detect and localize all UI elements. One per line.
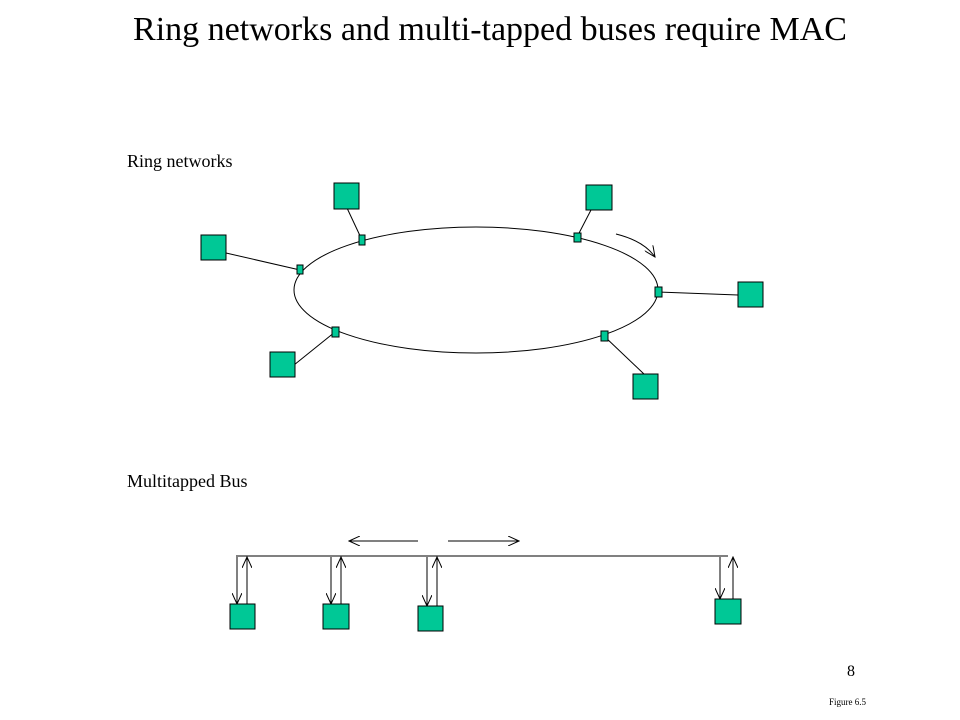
ring-direction-arrow (615, 233, 655, 257)
ring-tap-6 (331, 326, 340, 338)
multitapped-bus-label: Multitapped Bus (127, 471, 248, 491)
ring-tap-1 (296, 264, 304, 275)
bus-station-1 (229, 603, 256, 630)
bus-station-4 (714, 598, 742, 625)
ring-link-1 (225, 252, 301, 271)
ring-station-3 (585, 184, 613, 211)
bus-station-3 (417, 605, 444, 632)
bus-stations (229, 598, 742, 632)
ring-link-6 (293, 331, 336, 366)
ring-networks-label: Ring networks (127, 151, 233, 171)
bus-tx-rx-arrows (237, 557, 733, 606)
ring-tap-3 (573, 232, 582, 243)
ring-taps (296, 232, 663, 342)
page-number: 8 (847, 663, 855, 680)
ring-link-5 (603, 335, 646, 376)
multitapped-bus (229, 541, 742, 632)
ring-station-1 (200, 234, 227, 261)
ring-tap-5 (600, 330, 609, 342)
ring-station-6 (269, 351, 296, 378)
bus-station-2 (322, 603, 350, 630)
ring-station-2 (333, 182, 360, 210)
ring-tap-2 (358, 234, 366, 246)
figure-reference: Figure 6.5 (829, 697, 866, 707)
ring-network (200, 182, 764, 400)
ring-link-4 (657, 291, 739, 296)
ring-tap-4 (654, 286, 663, 298)
slide-title: Ring networks and multi-tapped buses req… (133, 11, 847, 48)
ring-stations (200, 182, 764, 400)
ring-station-4 (737, 281, 764, 308)
ring-links (225, 207, 739, 376)
ring-station-5 (632, 373, 659, 400)
